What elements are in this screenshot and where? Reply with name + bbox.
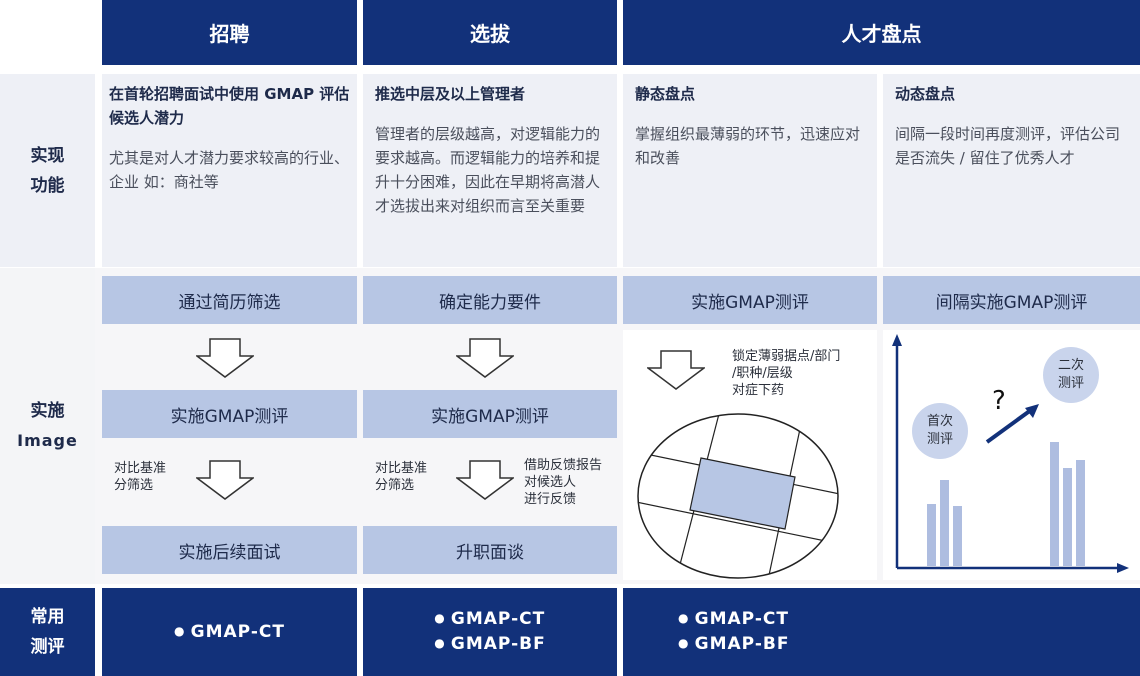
static-step-gmap-label: 实施GMAP测评 [691, 292, 809, 313]
row-label-tests: 常用测评 [0, 588, 95, 676]
function-cell-recruit: 在首轮招聘面试中使用 GMAP 评估候选人潜力 尤其是对人才潜力要求较高的行业、… [102, 74, 357, 267]
tests-cell-recruit: GMAP-CT [102, 588, 357, 676]
static-step-gmap: 实施GMAP测评 [623, 276, 877, 324]
second-test-bubble: 二次测评 [1043, 347, 1099, 403]
select-step-gmap-label: 实施GMAP测评 [431, 406, 549, 427]
row-label-function-line1: 实现 [30, 145, 65, 166]
function-cell-dynamic: 动态盘点 间隔一段时间再度测评，评估公司是否流失 / 留住了优秀人才 [883, 74, 1140, 267]
recruit-step-resume: 通过简历筛选 [102, 276, 357, 324]
test-item: GMAP-BF [434, 632, 545, 657]
down-arrow-icon [196, 338, 254, 378]
recruit-step-gmap: 实施GMAP测评 [102, 390, 357, 438]
function-static-text: 掌握组织最薄弱的环节，迅速应对和改善 [635, 125, 861, 167]
recruit-note-line2: 分筛选 [114, 478, 154, 493]
row-label-tests-line2: 测评 [30, 637, 65, 657]
select-note-right: 借助反馈报告 对候选人 进行反馈 [524, 457, 602, 508]
function-static-title: 静态盘点 [635, 85, 696, 103]
first-test-bubble: 首次测评 [912, 403, 968, 459]
weak-spot-highlight [689, 457, 796, 530]
dynamic-step-gmap: 间隔实施GMAP测评 [883, 276, 1140, 324]
down-arrow-icon [647, 350, 705, 390]
bar [1063, 468, 1072, 566]
y-axis-arrow-icon [892, 334, 902, 346]
header-review-label: 人才盘点 [841, 22, 922, 46]
select-step-requirements: 确定能力要件 [363, 276, 617, 324]
select-note-left-line1: 对比基准 [375, 461, 428, 476]
header-talent-review: 人才盘点 [623, 0, 1140, 65]
question-mark: ? [992, 386, 1006, 416]
recruit-step-resume-label: 通过简历筛选 [178, 292, 281, 313]
row-label-image-line2: Image [17, 431, 78, 450]
header-select: 选拔 [363, 0, 617, 65]
organization-grid-diagram [637, 413, 839, 579]
bar [940, 480, 949, 566]
progress-arrow [985, 408, 1033, 444]
bar [953, 506, 962, 566]
static-note: 锁定薄弱据点/部门 /职种/层级 对症下药 [732, 348, 840, 399]
dynamic-step-gmap-label: 间隔实施GMAP测评 [935, 292, 1088, 313]
tests-cell-review: GMAP-CTGMAP-BF [623, 588, 1140, 676]
bar-groups [927, 442, 1085, 566]
down-arrow-icon [196, 460, 254, 500]
header-select-label: 选拔 [470, 22, 510, 46]
row-label-function-line2: 功能 [30, 175, 65, 196]
select-step-promotion-label: 升职面谈 [456, 542, 524, 563]
first-test-line1: 首次 [926, 414, 953, 429]
static-note-line1: 锁定薄弱据点/部门 [732, 349, 841, 364]
select-note-left: 对比基准 分筛选 [375, 460, 427, 494]
function-cell-static: 静态盘点 掌握组织最薄弱的环节，迅速应对和改善 [623, 74, 877, 267]
organization-ellipse [637, 413, 839, 579]
select-step-requirements-label: 确定能力要件 [439, 292, 541, 313]
static-note-line3: 对症下药 [732, 383, 785, 398]
dynamic-review-chart [892, 334, 1129, 573]
recruit-note: 对比基准 分筛选 [114, 460, 166, 494]
function-cell-select: 推选中层及以上管理者 管理者的层级越高，对逻辑能力的要求越高。而逻辑能力的培养和… [363, 74, 617, 267]
test-item: GMAP-CT [174, 620, 285, 645]
recruit-step-interview: 实施后续面试 [102, 526, 357, 574]
static-note-line2: /职种/层级 [732, 366, 793, 381]
tests-cell-select: GMAP-CTGMAP-BF [363, 588, 617, 676]
select-note-right-line2: 对候选人 [524, 475, 577, 490]
header-recruit-label: 招聘 [209, 22, 250, 46]
bar [1050, 442, 1059, 566]
down-arrow-icon [456, 460, 514, 500]
select-note-right-line1: 借助反馈报告 [524, 458, 603, 473]
test-item: GMAP-BF [678, 632, 789, 657]
header-recruit: 招聘 [102, 0, 357, 65]
x-axis-arrow-icon [1117, 563, 1129, 573]
function-recruit-title: 在首轮招聘面试中使用 GMAP 评估候选人潜力 [109, 85, 350, 127]
row-label-tests-line1: 常用 [30, 607, 65, 627]
row-label-function: 实现功能 [0, 74, 95, 267]
bar [927, 504, 936, 566]
second-test-line1: 二次 [1057, 358, 1084, 373]
function-select-text: 管理者的层级越高，对逻辑能力的要求越高。而逻辑能力的培养和提升十分困难，因此在早… [375, 125, 601, 215]
bar [1076, 460, 1085, 566]
progress-arrow-head-icon [1025, 404, 1039, 418]
test-item: GMAP-CT [678, 607, 789, 632]
function-dynamic-title: 动态盘点 [895, 85, 956, 103]
recruit-note-line1: 对比基准 [114, 461, 167, 476]
select-step-promotion: 升职面谈 [363, 526, 617, 574]
function-dynamic-text: 间隔一段时间再度测评，评估公司是否流失 / 留住了优秀人才 [895, 125, 1121, 167]
function-select-title: 推选中层及以上管理者 [375, 85, 526, 103]
recruit-step-gmap-label: 实施GMAP测评 [170, 406, 289, 427]
row-label-image: 实施 Image [0, 268, 95, 584]
first-test-line2: 测评 [926, 432, 953, 447]
function-recruit-text: 尤其是对人才潜力要求较高的行业、企业 如：商社等 [109, 149, 350, 191]
second-test-line2: 测评 [1057, 376, 1084, 391]
row-label-image-line1: 实施 [30, 401, 65, 421]
recruit-step-interview-label: 实施后续面试 [178, 542, 281, 563]
test-item: GMAP-CT [434, 607, 545, 632]
select-note-right-line3: 进行反馈 [524, 492, 577, 507]
select-note-left-line2: 分筛选 [375, 478, 415, 493]
select-step-gmap: 实施GMAP测评 [363, 390, 617, 438]
down-arrow-icon [456, 338, 514, 378]
